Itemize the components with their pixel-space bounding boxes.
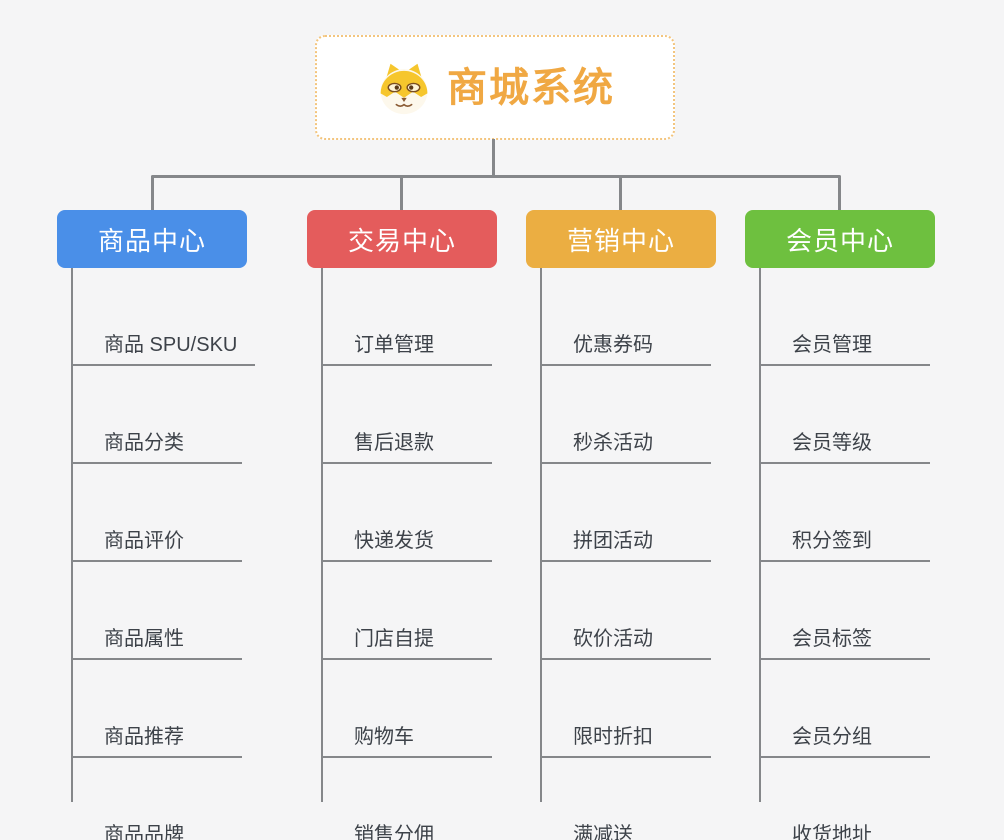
child-label: 商品评价 bbox=[104, 530, 184, 552]
child-label: 快递发货 bbox=[354, 530, 434, 552]
child-label: 门店自提 bbox=[354, 628, 434, 650]
root-node-title: 商城系统 bbox=[447, 65, 615, 110]
branch-header-marketing-center[interactable]: 营销中心 bbox=[526, 210, 716, 268]
child-label: 商品属性 bbox=[104, 628, 184, 650]
connector-drop-product bbox=[151, 176, 154, 212]
connector-drop-trade bbox=[400, 176, 403, 212]
child-label: 商品 SPU/SKU bbox=[104, 334, 238, 356]
child-node-member-group[interactable]: 会员分组 bbox=[759, 660, 930, 758]
child-node-limited-time-discount[interactable]: 限时折扣 bbox=[540, 660, 711, 758]
child-node-product-review[interactable]: 商品评价 bbox=[71, 464, 242, 562]
child-label: 商品品牌 bbox=[104, 824, 184, 840]
connector-branch-trunk bbox=[71, 268, 73, 802]
child-node-product-recommend[interactable]: 商品推荐 bbox=[71, 660, 242, 758]
connector-branch-trunk bbox=[540, 268, 542, 802]
child-label: 砍价活动 bbox=[573, 628, 653, 650]
child-node-flash-sale[interactable]: 秒杀活动 bbox=[540, 366, 711, 464]
child-label: 售后退款 bbox=[354, 432, 434, 454]
child-node-product-attribute[interactable]: 商品属性 bbox=[71, 562, 242, 660]
child-label: 秒杀活动 bbox=[573, 432, 653, 454]
connector-drop-member bbox=[838, 176, 841, 212]
child-label: 限时折扣 bbox=[573, 726, 653, 748]
branch-header-member-center[interactable]: 会员中心 bbox=[745, 210, 935, 268]
child-node-shipping-address[interactable]: 收货地址 bbox=[759, 758, 930, 840]
child-node-order-management[interactable]: 订单管理 bbox=[321, 268, 492, 366]
child-node-points-checkin[interactable]: 积分签到 bbox=[759, 464, 930, 562]
branch-product-center: 商品中心 商品 SPU/SKU 商品分类 商品评价 商品属性 商品推荐 商品品牌 bbox=[57, 210, 307, 840]
connector-trunk-horizontal bbox=[151, 175, 841, 178]
child-label: 商品推荐 bbox=[104, 726, 184, 748]
child-node-store-pickup[interactable]: 门店自提 bbox=[321, 562, 492, 660]
child-label: 会员管理 bbox=[792, 334, 872, 356]
branch-member-center: 会员中心 会员管理 会员等级 积分签到 会员标签 会员分组 收货地址 bbox=[745, 210, 995, 840]
child-label: 销售分佣 bbox=[354, 824, 434, 840]
child-label: 拼团活动 bbox=[573, 530, 653, 552]
child-label: 会员标签 bbox=[792, 628, 872, 650]
child-label: 商品分类 bbox=[104, 432, 184, 454]
branch-header-trade-center[interactable]: 交易中心 bbox=[307, 210, 497, 268]
dog-face-icon bbox=[375, 61, 433, 115]
child-node-group-buy[interactable]: 拼团活动 bbox=[540, 464, 711, 562]
child-node-product-spu-sku[interactable]: 商品 SPU/SKU bbox=[71, 268, 256, 366]
child-label: 会员等级 bbox=[792, 432, 872, 454]
child-node-express-delivery[interactable]: 快递发货 bbox=[321, 464, 492, 562]
connector-drop-marketing bbox=[619, 176, 622, 212]
child-node-product-category[interactable]: 商品分类 bbox=[71, 366, 242, 464]
branch-trade-center: 交易中心 订单管理 售后退款 快递发货 门店自提 购物车 销售分佣 bbox=[307, 210, 557, 840]
child-label: 收货地址 bbox=[792, 824, 872, 840]
branch-children: 会员管理 会员等级 积分签到 会员标签 会员分组 收货地址 bbox=[759, 268, 930, 840]
child-node-product-brand[interactable]: 商品品牌 bbox=[71, 758, 242, 840]
child-node-bargain-activity[interactable]: 砍价活动 bbox=[540, 562, 711, 660]
child-node-member-management[interactable]: 会员管理 bbox=[759, 268, 930, 366]
child-label: 会员分组 bbox=[792, 726, 872, 748]
child-label: 订单管理 bbox=[354, 334, 434, 356]
child-node-spend-save[interactable]: 满减送 bbox=[540, 758, 711, 840]
branch-children: 商品 SPU/SKU 商品分类 商品评价 商品属性 商品推荐 商品品牌 bbox=[71, 268, 256, 840]
connector-branch-trunk bbox=[759, 268, 761, 802]
child-node-after-sale-refund[interactable]: 售后退款 bbox=[321, 366, 492, 464]
branch-header-product-center[interactable]: 商品中心 bbox=[57, 210, 247, 268]
child-label: 优惠券码 bbox=[573, 334, 653, 356]
child-node-sales-commission[interactable]: 销售分佣 bbox=[321, 758, 492, 840]
connector-root-stem bbox=[492, 139, 495, 177]
child-label: 购物车 bbox=[354, 726, 414, 748]
child-node-member-tag[interactable]: 会员标签 bbox=[759, 562, 930, 660]
child-node-member-level[interactable]: 会员等级 bbox=[759, 366, 930, 464]
child-node-shopping-cart[interactable]: 购物车 bbox=[321, 660, 492, 758]
branch-children: 优惠券码 秒杀活动 拼团活动 砍价活动 限时折扣 满减送 bbox=[540, 268, 711, 840]
child-label: 积分签到 bbox=[792, 530, 872, 552]
branch-marketing-center: 营销中心 优惠券码 秒杀活动 拼团活动 砍价活动 限时折扣 满减送 bbox=[526, 210, 776, 840]
child-node-coupon-code[interactable]: 优惠券码 bbox=[540, 268, 711, 366]
child-label: 满减送 bbox=[573, 824, 633, 840]
root-node[interactable]: 商城系统 bbox=[315, 35, 675, 140]
branch-children: 订单管理 售后退款 快递发货 门店自提 购物车 销售分佣 bbox=[321, 268, 492, 840]
connector-branch-trunk bbox=[321, 268, 323, 802]
